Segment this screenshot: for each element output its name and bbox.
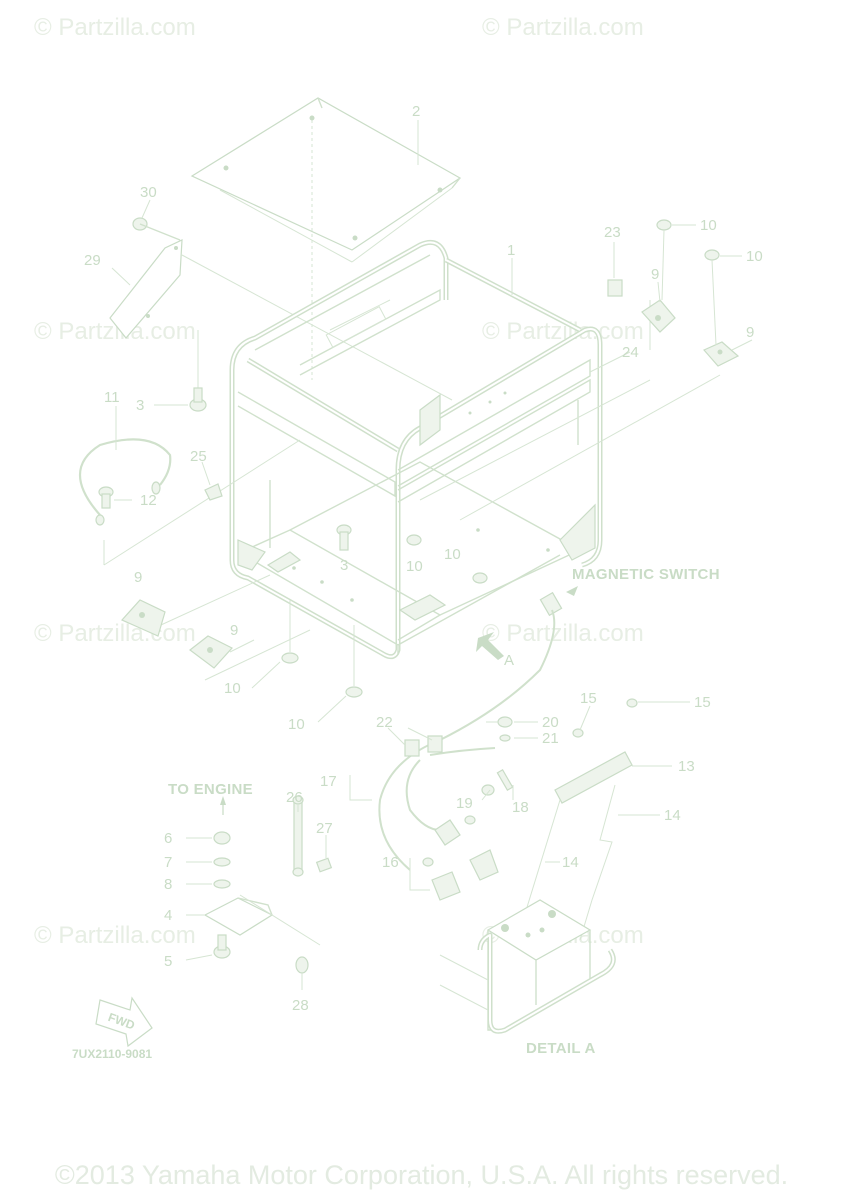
callout-10c: 10 (406, 558, 423, 575)
panel-leader (589, 351, 631, 373)
callout-9b: 9 (746, 324, 754, 341)
magnetic-switch-cable (378, 591, 563, 871)
callout-25: 25 (190, 448, 207, 465)
copyright-notice: ©2013 Yamaha Motor Corporation, U.S.A. A… (54, 1160, 789, 1190)
callout-1: 1 (507, 242, 515, 259)
bolt-3b (336, 524, 352, 551)
callout-22: 22 (376, 714, 393, 731)
callout-8: 8 (164, 876, 172, 893)
callout-16: 16 (382, 854, 399, 871)
callout-5: 5 (164, 953, 172, 970)
watermark-1: © Partzilla.com (34, 14, 196, 41)
rubber-foot-4 (472, 572, 488, 584)
callout-21: 21 (542, 730, 559, 747)
callout-29: 29 (84, 252, 101, 269)
callout-17: 17 (320, 773, 337, 790)
switch-arrow (566, 586, 578, 596)
callout-14b: 14 (562, 854, 579, 871)
callout-15b: 15 (694, 694, 711, 711)
callout-11: 11 (104, 389, 120, 406)
callout-10b: 10 (746, 248, 763, 265)
label-sticker (607, 279, 623, 297)
battery-terminals (349, 716, 514, 901)
callout-10d: 10 (444, 546, 461, 563)
watermark-7: © Partzilla.com (34, 922, 196, 949)
callout-10a: 10 (700, 217, 717, 234)
callout-27: 27 (316, 820, 333, 837)
callout-24: 24 (622, 344, 639, 361)
rubber-foot-1 (281, 652, 299, 664)
callout-28: 28 (292, 997, 309, 1014)
fwd-arrow: FWD (95, 996, 153, 1048)
callout-20: 20 (542, 714, 559, 731)
callout-9c: 9 (134, 569, 142, 586)
to-engine-arrow (220, 796, 226, 805)
mount-bracket-left-2 (189, 635, 233, 669)
callout-6: 6 (164, 830, 172, 847)
callout-7: 7 (164, 854, 172, 871)
ground-wire (78, 438, 172, 526)
leader-lines (111, 120, 753, 961)
to-engine-label: TO ENGINE (168, 781, 253, 798)
bolt-3a (189, 387, 207, 412)
watermark-2: © Partzilla.com (482, 14, 644, 41)
watermark-5: © Partzilla.com (34, 620, 196, 647)
callout-10e: 10 (224, 680, 241, 697)
callout-3a: 3 (136, 397, 144, 414)
callout-4: 4 (164, 907, 172, 924)
callout-30: 30 (140, 184, 157, 201)
frame-tubes (103, 239, 721, 681)
engine-stay-parts (203, 795, 333, 990)
callout-3b: 3 (340, 557, 348, 574)
washer-10a (656, 219, 672, 231)
callout-numbers: 2 30 29 1 23 10 10 9 9 24 11 3 25 12 3 1… (84, 103, 763, 1014)
callout-15a: 15 (580, 690, 597, 707)
view-a-label: A (504, 652, 514, 669)
mount-bracket-left-1 (121, 599, 166, 637)
rubber-foot-3 (406, 534, 422, 546)
watermark-6: © Partzilla.com (482, 620, 644, 647)
callout-9d: 9 (230, 622, 238, 639)
mount-bracket-right-1 (641, 299, 676, 333)
callout-12: 12 (140, 492, 157, 509)
diagram-code: 7UX2110-9081 (72, 1047, 152, 1061)
callout-14a: 14 (664, 807, 681, 824)
detail-a-label: DETAIL A (526, 1040, 596, 1057)
washer-10b (704, 249, 720, 261)
callout-26: 26 (286, 789, 303, 806)
callout-10f: 10 (288, 716, 305, 733)
rubber-foot-2 (345, 686, 363, 698)
callout-23: 23 (604, 224, 621, 241)
callout-9a: 9 (651, 266, 659, 283)
side-panel (109, 217, 453, 401)
callout-18: 18 (512, 799, 529, 816)
screw-12 (98, 486, 114, 509)
label-25 (204, 483, 223, 501)
magnetic-switch-label: MAGNETIC SWITCH (572, 566, 720, 583)
view-arrow-a (476, 632, 504, 660)
mount-bracket-right-2 (703, 341, 740, 367)
detail-a-battery (439, 899, 616, 1034)
callout-19: 19 (456, 795, 473, 812)
top-cover-plate (190, 97, 462, 380)
callout-13: 13 (678, 758, 695, 775)
callout-2: 2 (412, 103, 420, 120)
